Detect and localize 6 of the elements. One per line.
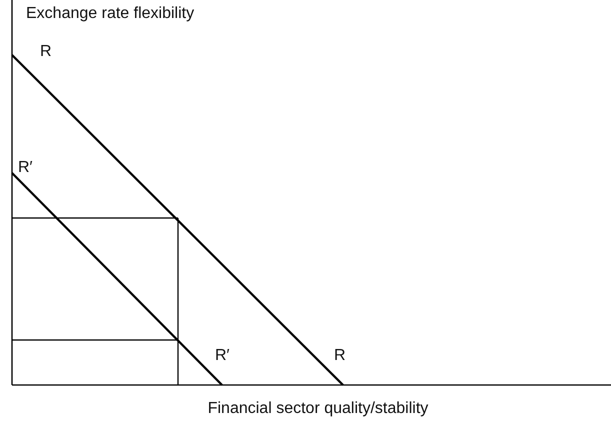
axis-title: Exchange rate flexibility (26, 6, 194, 22)
curve-label: R′ (18, 160, 33, 176)
curve-label: R′ (215, 348, 230, 364)
curve-label: R (334, 348, 346, 364)
axis-title: Financial sector quality/stability (208, 401, 428, 417)
curve-label: R (40, 44, 52, 60)
